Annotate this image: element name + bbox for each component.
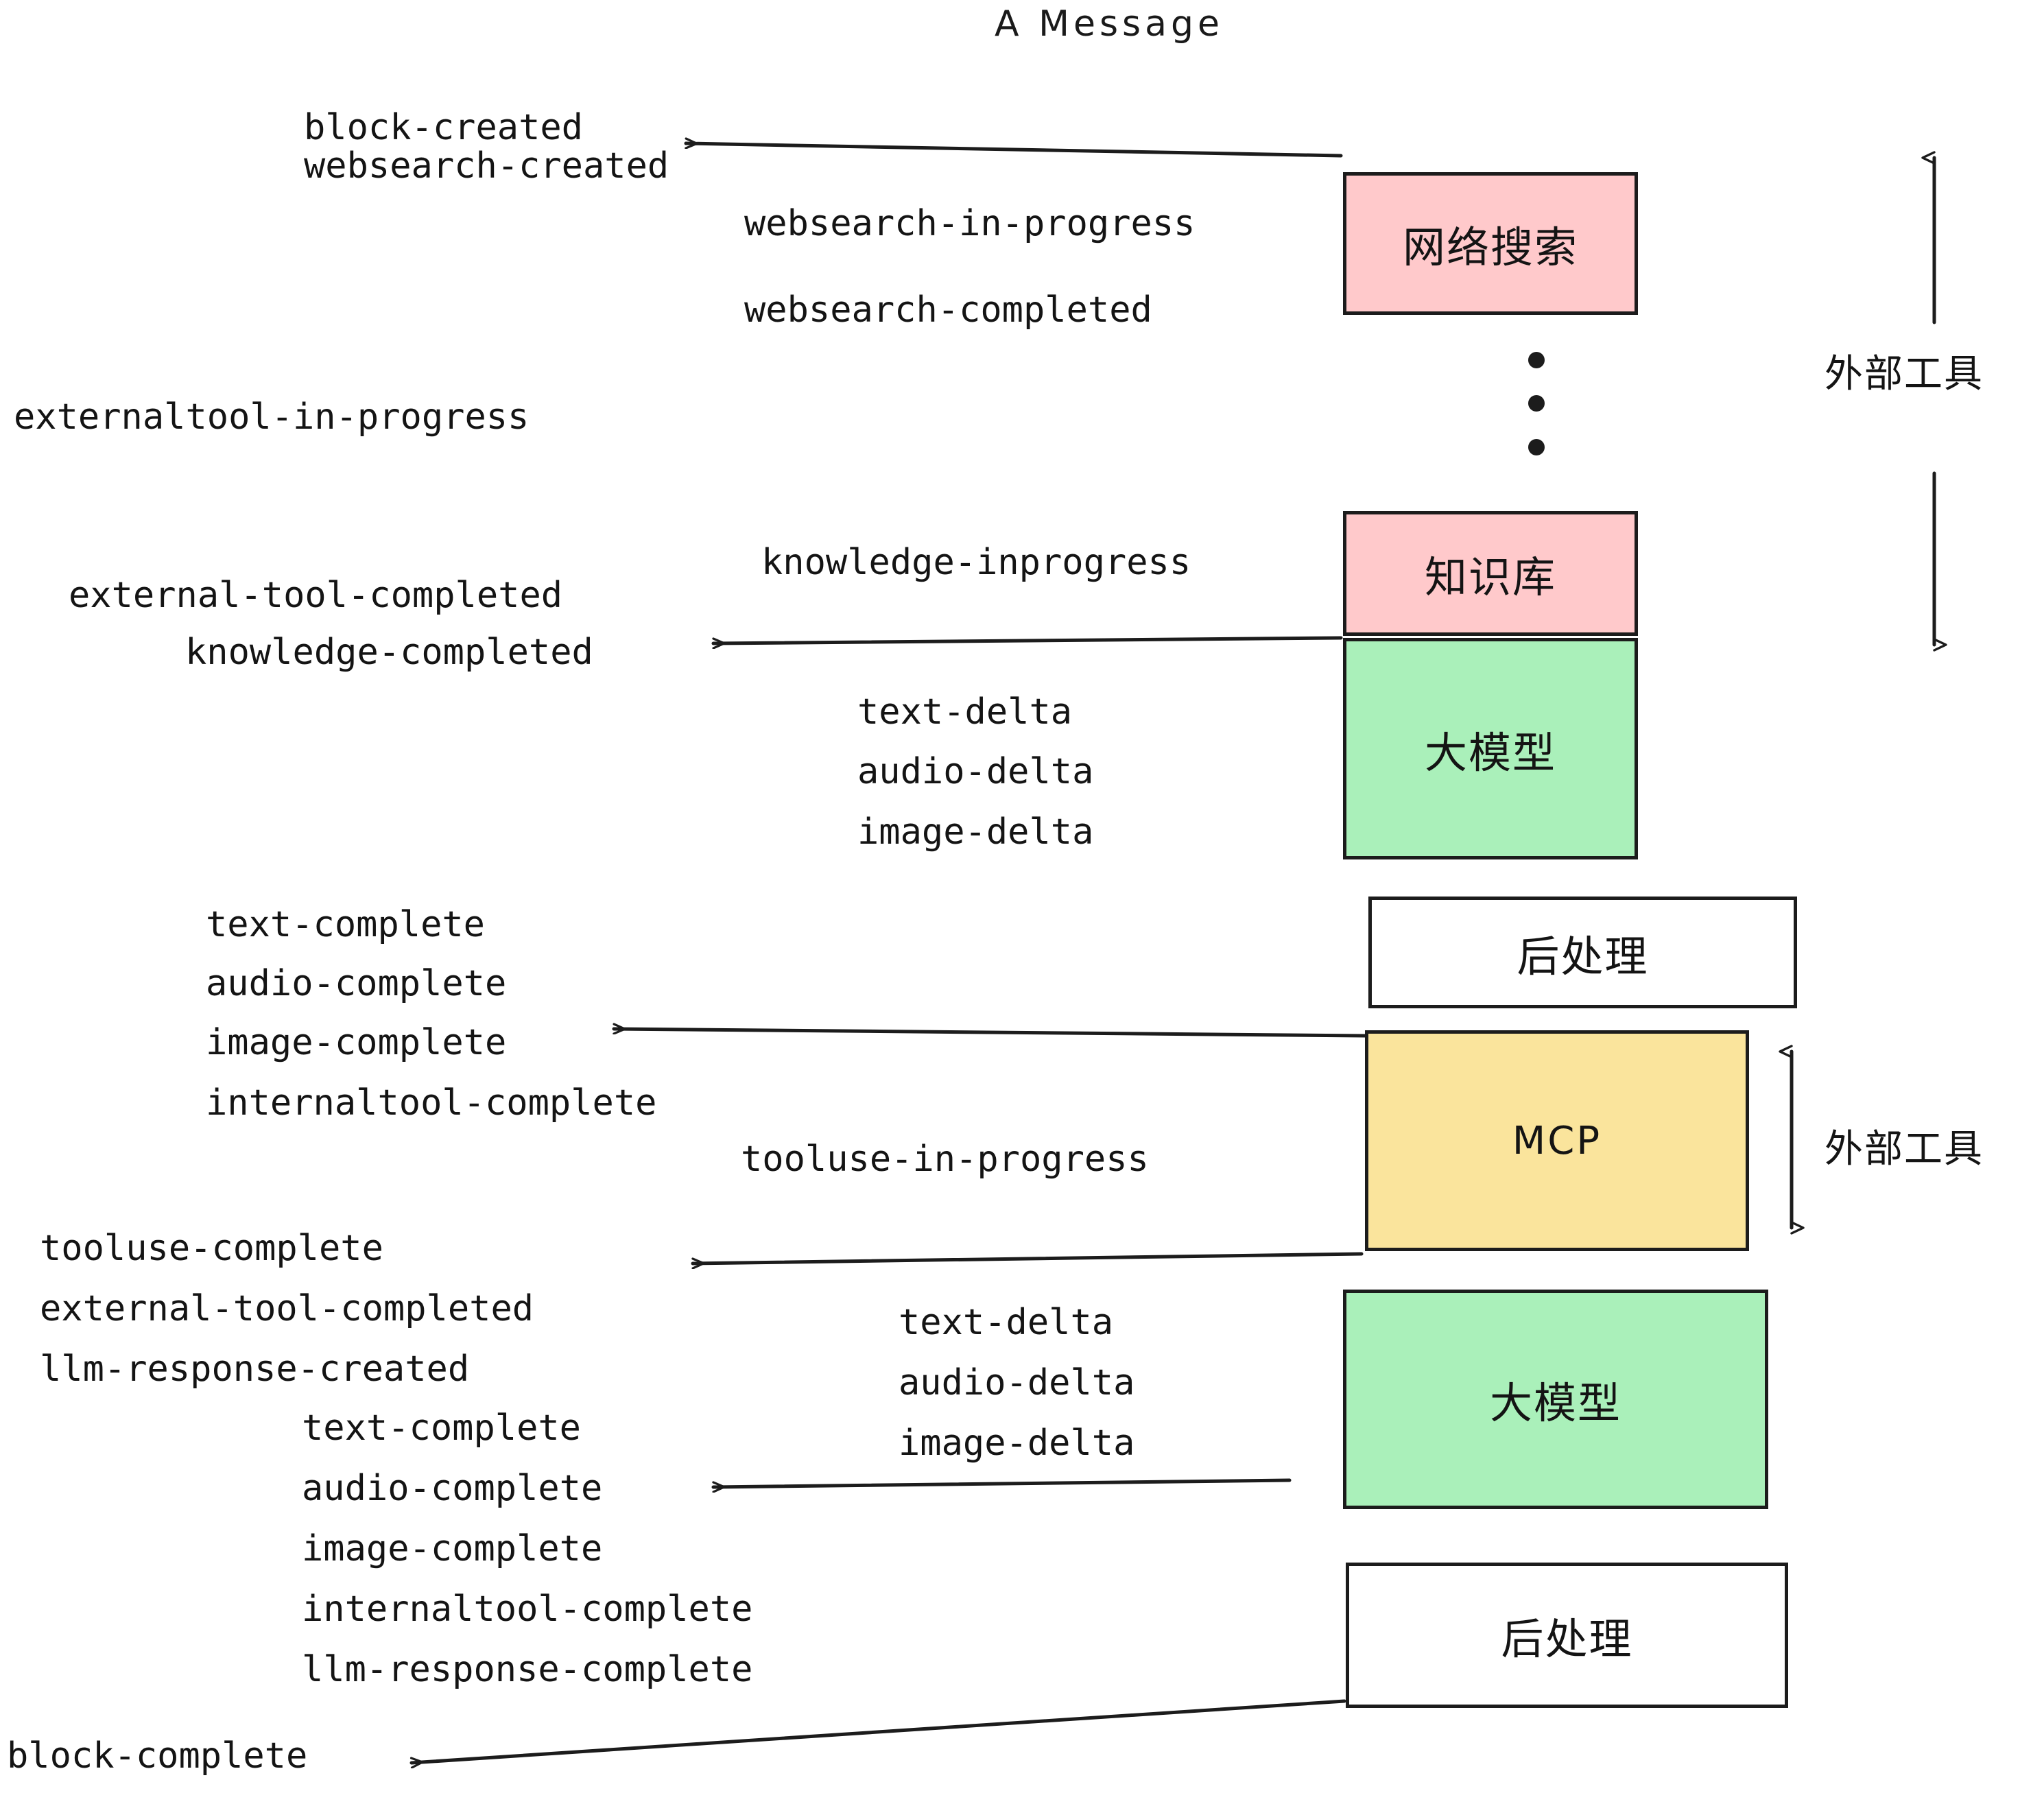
- event-label-e15: internaltool-complete: [206, 1082, 657, 1124]
- node-label: 后处理: [1501, 1614, 1633, 1664]
- flow-arrow-a4: [691, 1252, 1364, 1263]
- event-label-e28: block-complete: [7, 1735, 308, 1777]
- event-label-e8: knowledge-completed: [185, 632, 593, 673]
- scope-label-ext-tool-1: 外部工具: [1825, 352, 1984, 396]
- node-label: 网络搜索: [1402, 222, 1578, 272]
- ellipsis-dot-1: [1528, 352, 1545, 368]
- node-label: 大模型: [1424, 727, 1556, 778]
- event-label-e4: websearch-completed: [744, 289, 1152, 331]
- event-label-e26: internaltool-complete: [302, 1589, 753, 1630]
- node-box-post-1: 后处理: [1368, 897, 1797, 1008]
- node-box-knowledge: 知识库: [1343, 511, 1638, 636]
- node-box-post-2: 后处理: [1346, 1563, 1788, 1708]
- event-label-e7: external-tool-completed: [69, 575, 563, 616]
- event-label-e21: audio-delta: [899, 1362, 1135, 1403]
- ellipsis-dot-3: [1528, 439, 1545, 455]
- flow-arrow-a6: [409, 1699, 1346, 1763]
- event-label-e25: image-complete: [302, 1528, 603, 1569]
- event-label-e10: audio-delta: [857, 751, 1094, 792]
- event-label-e27: llm-response-complete: [302, 1649, 753, 1690]
- page-title: A Message: [995, 3, 1224, 45]
- event-label-e2: websearch-created: [304, 145, 669, 187]
- flow-arrow-a5: [711, 1478, 1292, 1487]
- event-label-e16: tooluse-in-progress: [741, 1139, 1149, 1180]
- event-label-e3: websearch-in-progress: [744, 203, 1196, 244]
- node-box-llm-1: 大模型: [1343, 638, 1638, 859]
- event-label-e12: text-complete: [206, 904, 485, 945]
- event-label-e20: text-delta: [899, 1302, 1114, 1343]
- event-label-e19: llm-response-created: [40, 1349, 470, 1390]
- event-label-e22: image-delta: [899, 1423, 1135, 1464]
- event-label-e23: text-complete: [302, 1408, 581, 1449]
- flow-arrow-a1: [684, 143, 1343, 158]
- node-box-llm-2: 大模型: [1343, 1290, 1768, 1509]
- event-label-e18: external-tool-completed: [40, 1288, 534, 1329]
- event-label-e1: block-created: [304, 107, 583, 148]
- event-label-e13: audio-complete: [206, 963, 507, 1004]
- event-label-e6: knowledge-inprogress: [761, 542, 1191, 583]
- event-label-e5: externaltool-in-progress: [14, 396, 530, 438]
- node-label: 后处理: [1517, 931, 1649, 982]
- event-label-e9: text-delta: [857, 691, 1073, 733]
- node-label: 大模型: [1489, 1378, 1621, 1428]
- event-label-e24: audio-complete: [302, 1468, 603, 1509]
- node-label: MCP: [1512, 1118, 1602, 1163]
- node-box-mcp: MCP: [1365, 1030, 1749, 1251]
- event-label-e14: image-complete: [206, 1022, 507, 1063]
- flow-arrow-a2: [711, 636, 1343, 643]
- ellipsis-dot-2: [1528, 395, 1545, 412]
- flow-arrow-a3: [612, 1029, 1367, 1038]
- node-box-websearch: 网络搜索: [1343, 172, 1638, 315]
- event-label-e17: tooluse-complete: [40, 1228, 383, 1269]
- scope-label-ext-tool-2: 外部工具: [1825, 1127, 1984, 1172]
- event-label-e11: image-delta: [857, 811, 1094, 853]
- node-label: 知识库: [1424, 552, 1556, 602]
